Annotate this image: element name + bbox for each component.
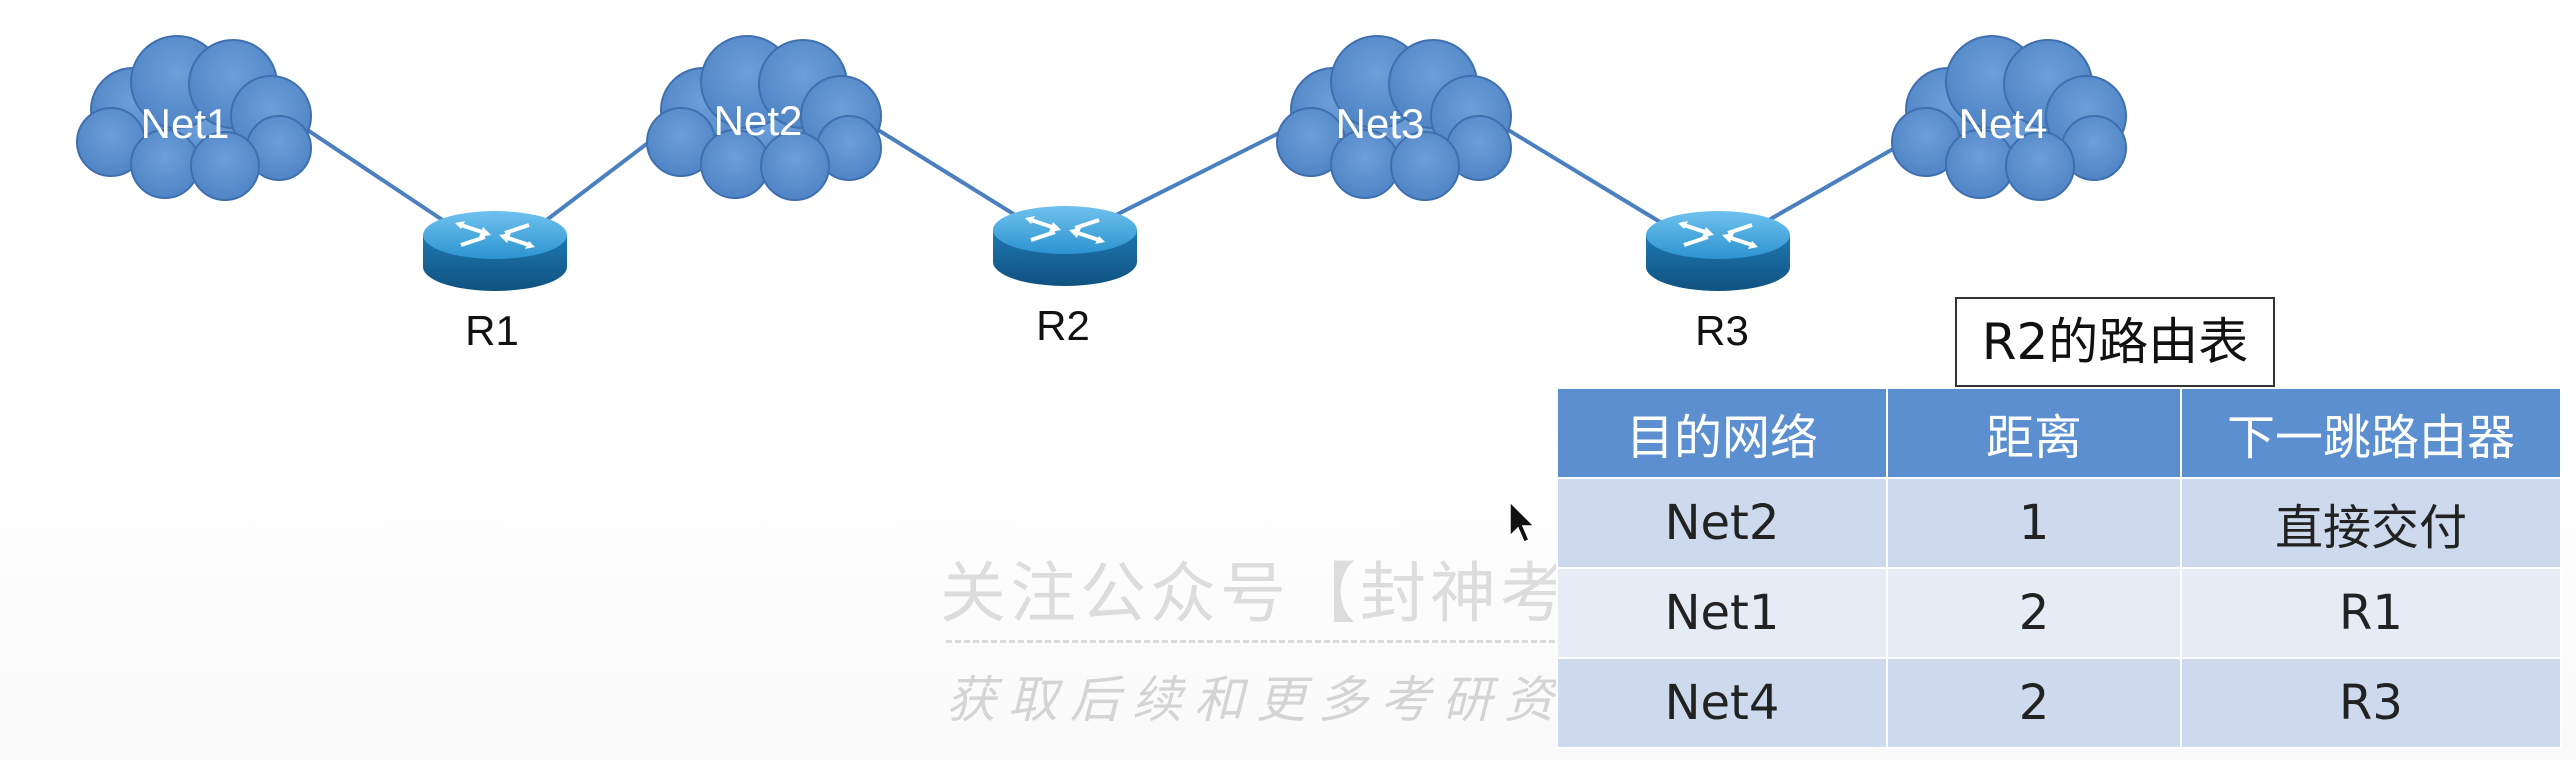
mouse-cursor-icon [1509,500,1536,543]
links [298,123,1901,227]
router-r1-label: R1 [465,307,519,354]
router-r3-label: R3 [1695,307,1749,354]
routing-table-title: R2的路由表 [1955,297,2275,387]
net3-label: Net3 [1336,100,1425,147]
cell-next-hop: R1 [2180,567,2562,659]
cell-next-hop: R3 [2180,657,2562,749]
cell-destination: Net1 [1556,567,1888,659]
router-r3-icon [1644,209,1792,293]
cell-distance: 2 [1886,567,2182,659]
header-distance: 距离 [1886,387,2182,479]
net4-label: Net4 [1959,100,2048,147]
watermark-divider [946,640,1636,643]
net2-label: Net2 [714,97,803,144]
table-row: Net1 2 R1 [1556,567,2562,659]
router-r2-icon [991,204,1139,288]
table-row: Net2 1 直接交付 [1556,477,2562,569]
table-row: Net4 2 R3 [1556,657,2562,749]
link-net1-r1 [298,123,452,227]
table-header-row: 目的网络 距离 下一跳路由器 [1556,387,2562,479]
cell-distance: 2 [1886,657,2182,749]
watermark-line2: 获取后续和更多考研资料 [946,671,1628,729]
router-r2-label: R2 [1036,302,1090,349]
net1-label: Net1 [141,100,230,147]
header-destination: 目的网络 [1556,387,1888,479]
cell-next-hop: 直接交付 [2180,477,2562,569]
link-r1-net2 [538,128,667,227]
link-r2-net3 [1109,123,1296,220]
routing-table: 目的网络 距离 下一跳路由器 Net2 1 直接交付 Net1 2 R1 Net… [1556,387,2562,749]
cell-destination: Net4 [1556,657,1888,749]
link-r3-net4 [1759,143,1901,227]
link-net3-r3 [1498,123,1667,227]
cell-distance: 1 [1886,477,2182,569]
link-net2-r2 [868,123,1022,220]
header-next-hop: 下一跳路由器 [2180,387,2562,479]
router-r1-icon [421,209,569,293]
cell-destination: Net2 [1556,477,1888,569]
